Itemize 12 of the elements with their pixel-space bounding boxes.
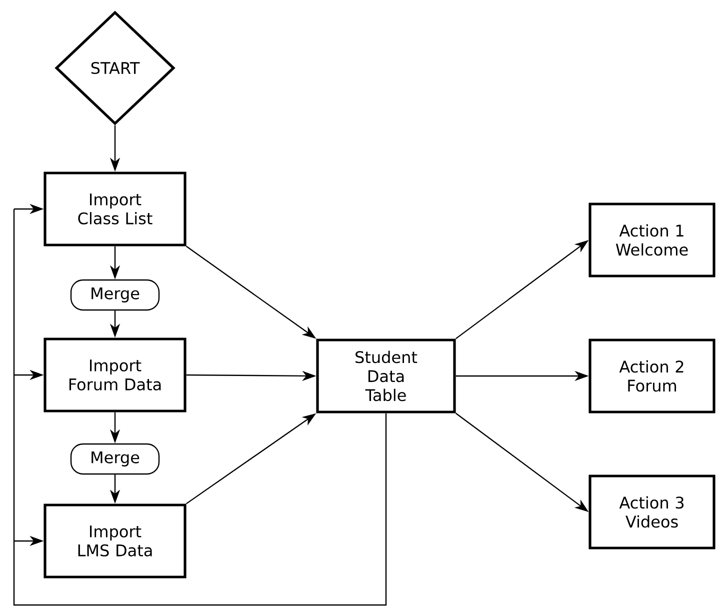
process-box: Action 1 Welcome [588,202,716,278]
process-box: Import Class List [44,172,186,246]
process-box: Action 2 Forum [588,338,716,414]
process-box: Student Data Table [316,338,456,414]
connector-line [13,375,15,541]
connector-line [13,209,15,375]
connector-line [13,413,387,606]
merge-pill: Merge [70,279,160,311]
merge-pill: Merge [70,443,160,475]
process-box: Import Forum Data [44,338,186,412]
process-box: Import LMS Data [44,504,186,578]
process-box: Action 3 Videos [588,474,716,550]
